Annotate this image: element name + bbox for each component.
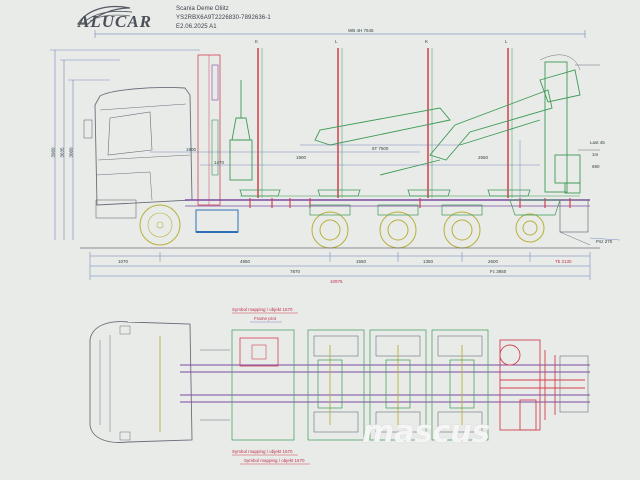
- dimension-label: 2550: [478, 155, 489, 160]
- bottom-dimension: 2600: [488, 259, 499, 264]
- plan-label: Symbol mapping / objekt 1570: [244, 458, 305, 463]
- overall-length: 10975: [330, 279, 343, 284]
- dimension-label: 1900: [296, 155, 307, 160]
- crane-label: 1m: [592, 152, 599, 157]
- bottom-dimension: 1070: [118, 259, 129, 264]
- dimension-note: Psz 270: [596, 239, 613, 244]
- alucar-logo-icon: [76, 5, 133, 25]
- title-line-2: YS2RBX6A9T2226830-7892636-1: [176, 15, 271, 21]
- plan-view: [89, 312, 590, 465]
- dimension-label: 5T 7500: [372, 146, 389, 151]
- side-view: [50, 30, 621, 280]
- height-dimension: 3960: [50, 147, 56, 158]
- stake-marker: L: [505, 39, 508, 44]
- title-line-1: Scania Deme Oliitz: [176, 6, 229, 12]
- bottom-dimension: Tb 2130: [555, 259, 572, 264]
- overall-dimension: WB 4H 7645: [348, 28, 374, 33]
- title-line-3: E2.06.2025 A1: [176, 24, 217, 30]
- plan-label: Symbol mapping / objekt 1570: [232, 449, 293, 454]
- plan-label: Symbol mapping / objekt 1570: [232, 307, 293, 312]
- brand-name: ALUCAR: [78, 12, 153, 31]
- stake-marker: L: [335, 39, 338, 44]
- bottom-dimension: 1550: [356, 259, 367, 264]
- height-dimension: 3060: [68, 147, 74, 158]
- crane-label: Last 45: [590, 140, 605, 145]
- dimension-label: 1900: [186, 147, 197, 152]
- height-dimension: 3635: [59, 147, 65, 158]
- bottom-dimension: Fc 3950: [490, 269, 507, 274]
- bottom-dimension: 7870: [290, 269, 301, 274]
- bottom-dimension: 4950: [240, 259, 251, 264]
- stake-marker: K: [425, 39, 429, 44]
- crane-label: 690: [592, 164, 600, 169]
- stake-marker: K: [255, 39, 259, 44]
- bottom-dimension: 1350: [423, 259, 434, 264]
- dimension-label: 1470: [214, 160, 225, 165]
- plan-label: Frame prot: [254, 316, 277, 321]
- mascus-watermark: mascus: [362, 414, 490, 450]
